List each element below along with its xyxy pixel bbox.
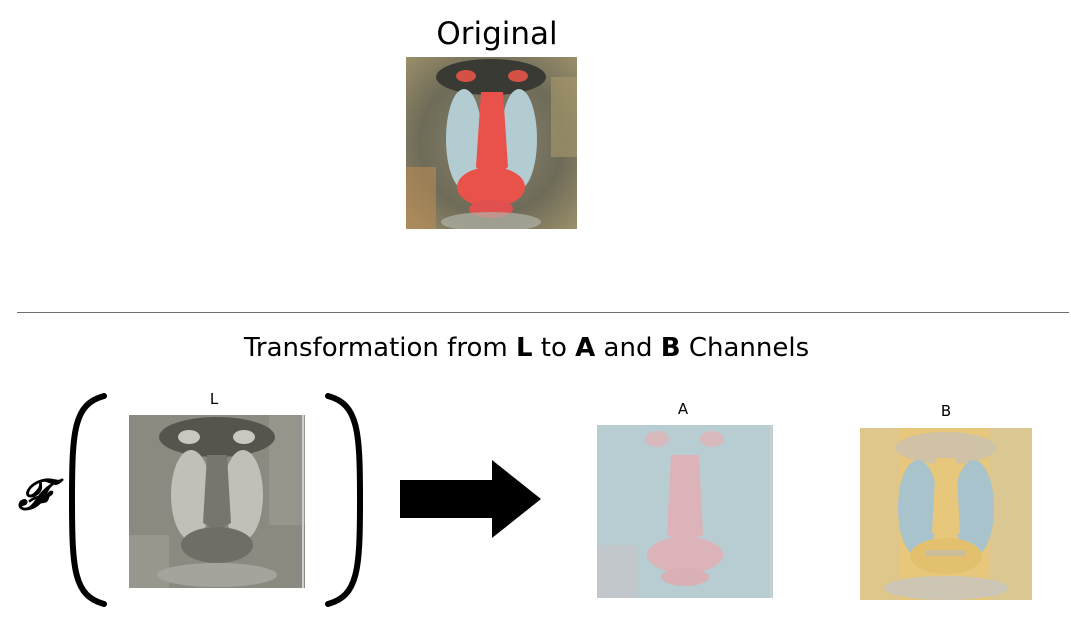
section-divider <box>17 312 1069 313</box>
subtitle-mid1: to <box>532 333 576 363</box>
transformation-subtitle: Transformation from L to A and B Channel… <box>0 333 1053 363</box>
original-image <box>406 57 577 229</box>
label-a: A <box>677 400 689 418</box>
right-arrow-icon <box>400 460 541 538</box>
a-channel-image <box>597 425 773 598</box>
subtitle-suffix: Channels <box>680 333 810 363</box>
label-l: L <box>209 390 219 408</box>
original-title: Original <box>436 16 558 52</box>
subtitle-prefix: Transformation from <box>243 333 516 363</box>
parentheses <box>68 393 364 607</box>
label-b: B <box>940 402 952 420</box>
subtitle-l: L <box>515 333 533 363</box>
b-channel-image <box>860 428 1032 600</box>
fourier-operator-symbol: 𝓕 <box>18 470 49 519</box>
subtitle-a: A <box>575 333 596 363</box>
subtitle-mid2: and <box>595 333 661 363</box>
subtitle-b: B <box>660 333 681 363</box>
l-channel-image <box>129 415 305 588</box>
